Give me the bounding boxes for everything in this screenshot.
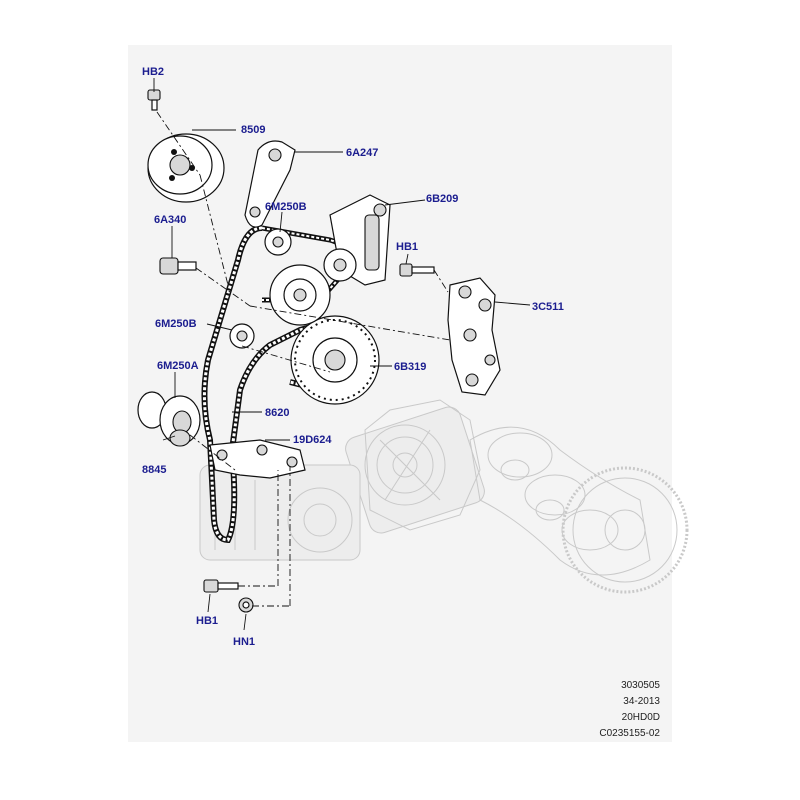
callout-6m250b-upper: 6M250B [265, 201, 307, 213]
bracket-19d624 [209, 439, 306, 479]
reference-line-2: 34-2013 [623, 696, 660, 707]
callout-hb1-bottom: HB1 [196, 615, 218, 627]
callout-6b209: 6B209 [426, 193, 458, 205]
callout-6m250b-lower: 6M250B [155, 318, 197, 330]
reference-line-1: 3030505 [621, 680, 660, 691]
bolt-hb1-right [399, 263, 435, 277]
leader-lines [153, 78, 531, 631]
belt-tensioner [323, 194, 391, 286]
crankshaft-pulley [290, 315, 380, 405]
callout-hb1-right: HB1 [396, 241, 418, 253]
reference-line-4: C0235155-02 [599, 728, 660, 739]
callout-19d624: 19D624 [293, 434, 332, 446]
callout-8509: 8509 [241, 124, 265, 136]
callout-6a247: 6A247 [346, 147, 378, 159]
idler-6m250a [137, 391, 201, 445]
ghost-alternator [345, 399, 485, 534]
callout-6b319: 6B319 [394, 361, 426, 373]
idler-pulley-lower [229, 323, 255, 349]
reference-line-3: 20HD0D [622, 712, 660, 723]
bolt-hb1-bottom [203, 579, 239, 593]
pulley-8509 [147, 133, 225, 203]
ghost-crankshaft [469, 426, 651, 576]
ghost-ac-compressor [199, 464, 361, 561]
bolt-6a340 [159, 257, 197, 275]
callout-8845: 8845 [142, 464, 166, 476]
water-pump-pulley [269, 264, 331, 326]
assembly-lines [156, 111, 451, 607]
bolt-hb2 [147, 89, 161, 111]
callout-3c511: 3C511 [532, 301, 564, 313]
nut-hn1 [238, 597, 254, 613]
callout-6m250a: 6M250A [157, 360, 199, 372]
callout-6a340: 6A340 [154, 214, 186, 226]
dust-cap-8845 [169, 429, 191, 447]
callout-hn1: HN1 [233, 636, 255, 648]
ghost-flywheel [561, 466, 689, 594]
callout-hb2: HB2 [142, 66, 164, 78]
callout-8620: 8620 [265, 407, 289, 419]
bracket-6a247 [244, 140, 296, 228]
bracket-3c511 [447, 277, 501, 396]
idler-pulley-upper [264, 228, 292, 256]
